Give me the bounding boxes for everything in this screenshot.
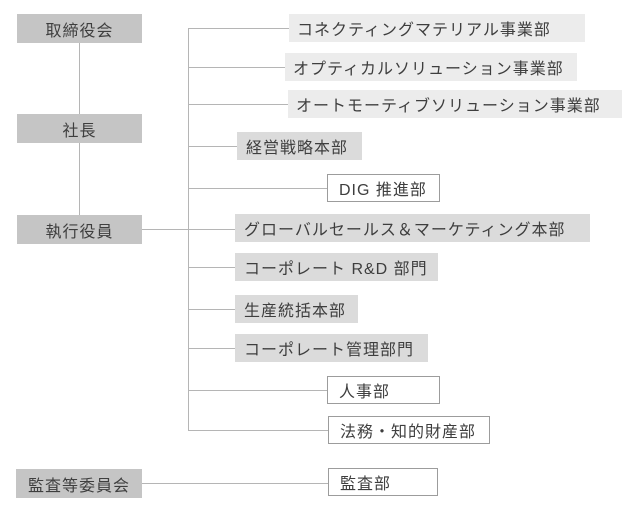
org-node-corporate-administration-division: コーポレート管理部門 bbox=[235, 334, 428, 362]
connector-branch-automotive-solutions bbox=[188, 104, 288, 105]
org-node-global-sales-marketing-hq: グローバルセールス＆マーケティング本部 bbox=[235, 214, 590, 242]
org-node-dig-promotion-dept: DIG 推進部 bbox=[327, 174, 440, 202]
connector-branch-corporate-administration bbox=[188, 348, 235, 349]
connector-branch-corporate-rnd bbox=[188, 267, 235, 268]
connector-branch-production-control bbox=[188, 309, 235, 310]
connector-branch-corporate-strategy bbox=[188, 146, 237, 147]
org-node-president: 社長 bbox=[17, 114, 142, 143]
org-node-optical-solutions-division: オプティカルソリューション事業部 bbox=[285, 53, 577, 81]
connector-branch-optical-solutions bbox=[188, 67, 285, 68]
connector-executives-to-global-sales bbox=[142, 229, 235, 230]
connector-branch-dig-promotion bbox=[188, 188, 327, 189]
connector-audit-committee-to-audit-department bbox=[142, 483, 328, 484]
org-node-corporate-rnd-division: コーポレート R&D 部門 bbox=[235, 253, 438, 281]
connector-branch-human-resources bbox=[188, 390, 327, 391]
org-node-board: 取締役会 bbox=[17, 14, 142, 43]
org-node-legal-ip-dept: 法務・知的財産部 bbox=[328, 416, 490, 444]
connector-branch-legal-ip bbox=[188, 430, 328, 431]
connector-board-to-president bbox=[79, 43, 80, 114]
org-node-production-control-hq: 生産統括本部 bbox=[235, 295, 358, 323]
org-node-human-resources-dept: 人事部 bbox=[327, 376, 440, 404]
org-node-audit-dept: 監査部 bbox=[328, 468, 438, 496]
org-node-executive-officers: 執行役員 bbox=[17, 215, 142, 244]
org-node-automotive-solutions-division: オートモーティブソリューション事業部 bbox=[288, 90, 622, 118]
org-node-connecting-materials-division: コネクティングマテリアル事業部 bbox=[289, 14, 585, 42]
org-node-audit-committee: 監査等委員会 bbox=[16, 469, 142, 498]
connector-branch-connecting-materials bbox=[188, 28, 289, 29]
connector-president-to-executives bbox=[79, 143, 80, 215]
org-node-corporate-strategy-hq: 経営戦略本部 bbox=[237, 132, 362, 160]
